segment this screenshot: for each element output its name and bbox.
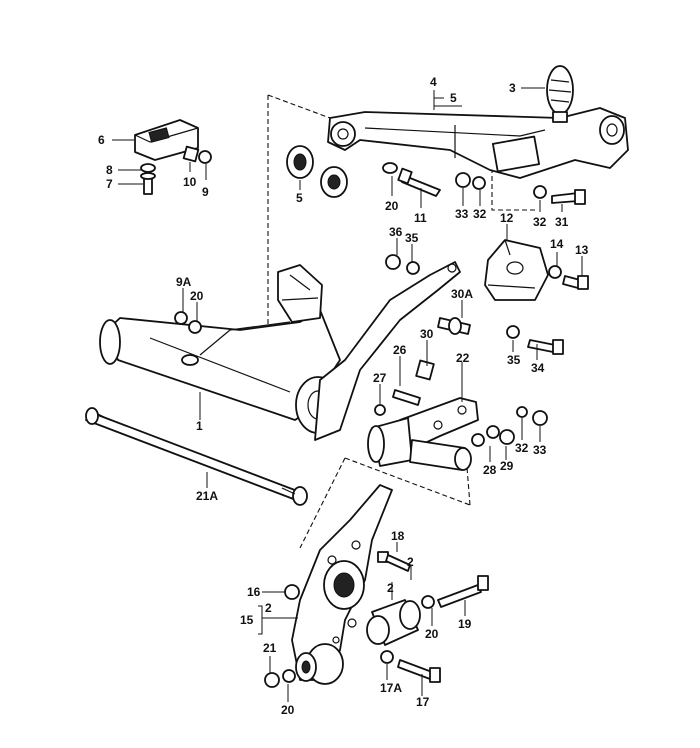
- bolt-11-set: [382, 162, 441, 197]
- nut-16-21-20: [264, 584, 300, 688]
- label-part-32-upper: 32: [473, 207, 487, 221]
- label-part-30a: 30A: [451, 287, 473, 301]
- label-part-33-upper: 33: [455, 207, 469, 221]
- label-part-7: 7: [106, 177, 113, 191]
- rubber-mount-block: [134, 119, 199, 161]
- label-part-32-lower: 32: [515, 441, 529, 455]
- stud-30: [437, 317, 471, 335]
- label-part-8: 8: [106, 163, 113, 177]
- spring-plate-bracket: [367, 397, 479, 471]
- label-part-9a: 9A: [176, 275, 192, 289]
- label-part-35-lower: 35: [507, 353, 521, 367]
- label-part-20-upper: 20: [385, 199, 399, 213]
- label-part-18: 18: [391, 529, 405, 543]
- part-number-labels: 4 5 3 6 8 7 10 9 5 20 11 33 32 32 31 12 …: [98, 75, 589, 717]
- rubber-bushings: [286, 145, 348, 198]
- label-part-5-upper: 5: [450, 91, 457, 105]
- bolt-19-set: [421, 575, 489, 609]
- label-part-20-mid: 20: [425, 627, 439, 641]
- label-part-14: 14: [550, 237, 564, 251]
- nut-set-upper: [455, 172, 486, 190]
- label-part-29: 29: [500, 459, 514, 473]
- upper-control-arm: [327, 107, 629, 179]
- label-part-9: 9: [202, 185, 209, 199]
- label-part-27: 27: [373, 371, 387, 385]
- label-part-11: 11: [414, 211, 427, 225]
- small-nuts: [182, 145, 212, 164]
- curved-swing-arm: [314, 261, 461, 441]
- bolt-18: [377, 551, 411, 572]
- label-part-17a: 17A: [380, 681, 402, 695]
- bolt-26-27-set: [374, 359, 435, 416]
- washer-set-9a-20: [174, 311, 202, 334]
- bolt-13-set: [548, 265, 589, 290]
- trailing-arm: [99, 264, 341, 434]
- lower-bushing: [366, 599, 421, 646]
- leader-lines: [112, 87, 583, 702]
- label-part-10: 10: [183, 175, 197, 189]
- label-part-31: 31: [555, 215, 569, 229]
- lower-trailing-arm: [291, 484, 393, 685]
- label-part-4: 4: [430, 75, 437, 89]
- label-part-20-bottom: 20: [281, 703, 295, 717]
- label-part-12: 12: [500, 211, 514, 225]
- label-part-33-lower: 33: [533, 443, 547, 457]
- label-part-13: 13: [575, 243, 589, 257]
- bolt-17-set: [380, 650, 441, 683]
- label-part-16: 16: [247, 585, 261, 599]
- label-part-17: 17: [416, 695, 430, 709]
- label-part-21: 21: [263, 641, 277, 655]
- grip-knob: [546, 65, 574, 123]
- label-part-26: 26: [393, 343, 407, 357]
- label-part-32-right: 32: [533, 215, 547, 229]
- label-part-2-bracket: 2: [265, 601, 272, 615]
- bolt-31-set: [533, 185, 586, 205]
- nut-set-36-35: [385, 254, 420, 275]
- label-part-21a: 21A: [196, 489, 218, 503]
- label-part-3: 3: [509, 81, 516, 95]
- label-part-2-upper: 2: [407, 555, 414, 569]
- label-part-6: 6: [98, 133, 105, 147]
- label-part-36: 36: [389, 225, 403, 239]
- nut-set-28-33: [471, 406, 548, 447]
- label-part-34: 34: [531, 361, 545, 375]
- label-part-28: 28: [483, 463, 497, 477]
- label-part-19: 19: [458, 617, 472, 631]
- bolt-34-set: [506, 325, 564, 355]
- label-part-22: 22: [456, 351, 470, 365]
- label-part-5-lower: 5: [296, 191, 303, 205]
- label-part-1: 1: [196, 419, 203, 433]
- small-bolt-set: [140, 163, 156, 195]
- label-part-15: 15: [240, 613, 254, 627]
- label-part-20-left: 20: [190, 289, 204, 303]
- label-part-2-lower: 2: [387, 581, 394, 595]
- torsion-bar: [85, 407, 308, 506]
- label-part-30: 30: [420, 327, 434, 341]
- label-part-35-upper: 35: [405, 231, 419, 245]
- mounting-bracket: [484, 239, 549, 301]
